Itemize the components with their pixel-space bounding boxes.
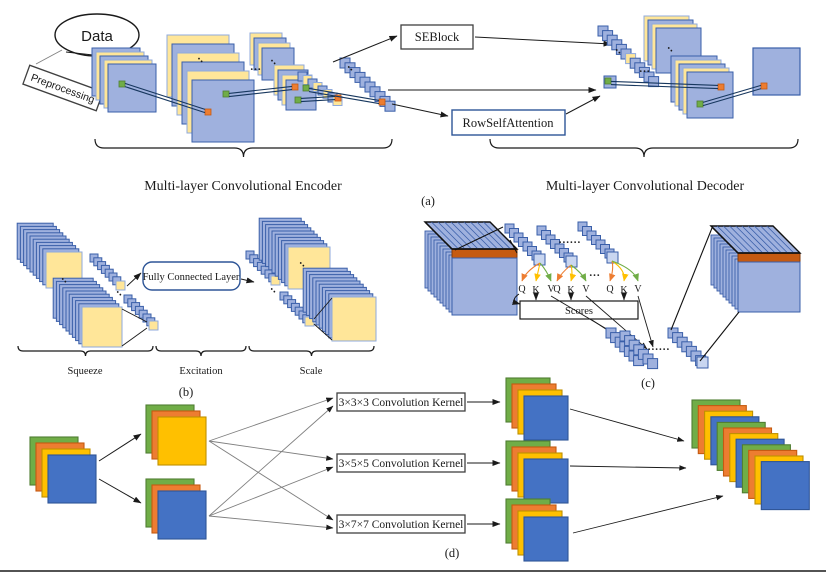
panel-a-tag: (a) <box>421 194 435 208</box>
kernel-box-3x5x5 <box>336 453 466 473</box>
kernel-label-3x3x3: 3×3×3 Convolution Kernel <box>339 397 464 409</box>
k-label-3: K <box>620 285 628 296</box>
fully-connected-label: Fully Connected Layer <box>143 272 240 283</box>
panel-b-seblock-detail <box>16 217 377 357</box>
kernel-label-3x7x7: 3×7×7 Convolution Kernel <box>339 519 464 531</box>
scale-label: Scale <box>300 366 323 377</box>
k-label-2: K <box>567 285 575 296</box>
q-label-2: Q <box>553 284 561 295</box>
scores-box <box>519 300 639 320</box>
k-label-1: K <box>532 285 540 296</box>
dots-c-top: ...... <box>559 234 582 246</box>
fully-connected-layer-box <box>142 261 241 291</box>
panel-c-rowselfattention-detail <box>423 221 802 370</box>
panel-b-tag: (b) <box>179 385 194 399</box>
kernel-label-3x5x5: 3×5×5 Convolution Kernel <box>339 458 464 470</box>
v-label-2: V <box>582 284 590 295</box>
panel-d-tag: (d) <box>445 546 460 560</box>
q-label-1: Q <box>518 284 526 295</box>
seblock-box <box>400 24 474 50</box>
dots-encoder: ... <box>250 61 261 73</box>
dots-decoder: ... <box>639 63 650 75</box>
q-label-3: Q <box>606 284 614 295</box>
rowselfattention-label: RowSelfAttention <box>463 116 555 130</box>
scores-label: Scores <box>565 306 593 317</box>
panel-c-tag: (c) <box>641 376 655 390</box>
panel-d-multiscale-kernels <box>29 377 810 562</box>
v-label-1: V <box>547 284 555 295</box>
data-label: Data <box>81 28 113 45</box>
kernel-box-3x7x7 <box>336 514 466 534</box>
kernel-box-3x3x3 <box>336 392 466 412</box>
excitation-label: Excitation <box>179 366 223 377</box>
dots-c-fan: ... <box>589 267 600 279</box>
encoder-label: Multi-layer Convolutional Encoder <box>144 179 342 194</box>
seblock-label: SEBlock <box>415 30 460 44</box>
squeeze-label: Squeeze <box>68 366 103 377</box>
panel-a-encoder-decoder <box>35 15 801 158</box>
dots-c-output: ...... <box>648 341 671 353</box>
rowselfattention-box <box>451 109 566 136</box>
decoder-label: Multi-layer Convolutional Decoder <box>546 179 745 194</box>
v-label-3: V <box>634 284 642 295</box>
